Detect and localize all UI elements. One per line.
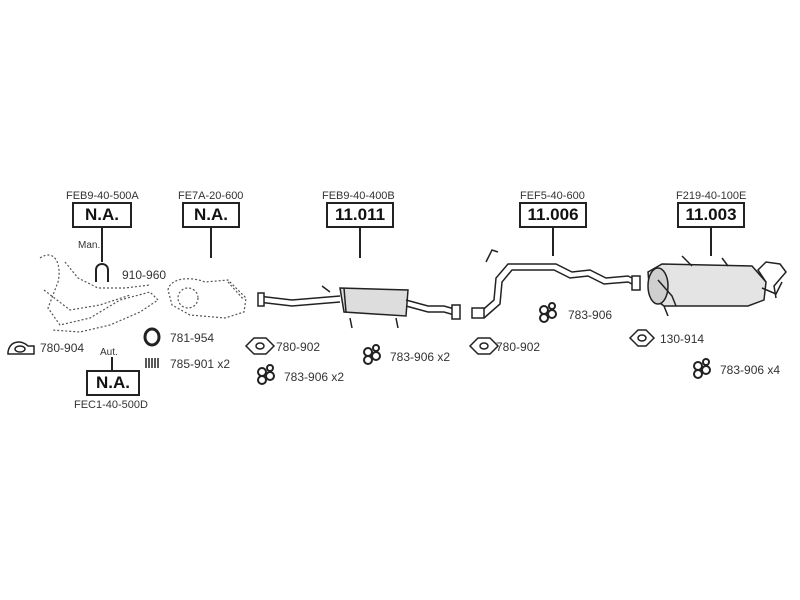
middle-silencer-pipe-shape	[257, 285, 461, 329]
gasket-icon	[7, 341, 35, 355]
rubber-mount-icon	[539, 302, 557, 323]
leader-lines	[101, 228, 712, 370]
rear-silencer-shape	[647, 255, 787, 317]
front-pipe-shape	[167, 278, 247, 319]
part-ref-label: 783-906	[568, 308, 613, 322]
section-code: FEB9-40-400B	[322, 190, 395, 202]
rubber-mount-icon	[693, 358, 711, 379]
part-ref-label: 130-914	[660, 332, 705, 346]
exhaust-manifold-shape	[39, 254, 159, 333]
rubber-mount-icon	[257, 364, 275, 385]
manual-note: Man.	[78, 240, 101, 251]
automatic-note: Aut.	[100, 347, 118, 358]
spring-icon	[145, 358, 159, 368]
section-code: FEC1-40-500D	[74, 399, 148, 411]
intermediate-pipe-shape	[471, 249, 641, 319]
part-ref-label: 783-906 x4	[720, 363, 781, 377]
flange-gasket-icon	[628, 329, 656, 347]
sealing-ring-icon	[143, 327, 161, 347]
flange-gasket-icon	[244, 337, 276, 355]
part-number-box[interactable]: 11.003	[677, 202, 745, 228]
part-number-box[interactable]: 11.006	[519, 202, 587, 228]
section-code: FEF5-40-600	[520, 190, 585, 202]
part-number-box[interactable]: 11.011	[326, 202, 394, 228]
part-ref-label: 783-906 x2	[390, 350, 451, 364]
part-ref-label: 780-904	[40, 341, 85, 355]
part-ref-label: 780-902	[276, 340, 321, 354]
section-code: FEB9-40-500A	[66, 190, 139, 202]
part-ref-label: 910-960	[122, 268, 167, 282]
section-code: F219-40-100E	[676, 190, 747, 202]
part-number-box[interactable]: N.A.	[182, 202, 240, 228]
part-ref-label: 780-902	[496, 340, 541, 354]
part-ref-label: 783-906 x2	[284, 370, 345, 384]
rubber-mount-icon	[363, 344, 381, 365]
section-code: FE7A-20-600	[178, 190, 244, 202]
part-number-box[interactable]: N.A.	[86, 370, 140, 396]
part-ref-label: 781-954	[170, 331, 215, 345]
part-number-box[interactable]: N.A.	[72, 202, 132, 228]
part-ref-label: 785-901 x2	[170, 357, 231, 371]
flange-gasket-icon	[468, 337, 500, 355]
u-clamp-icon	[95, 263, 109, 282]
